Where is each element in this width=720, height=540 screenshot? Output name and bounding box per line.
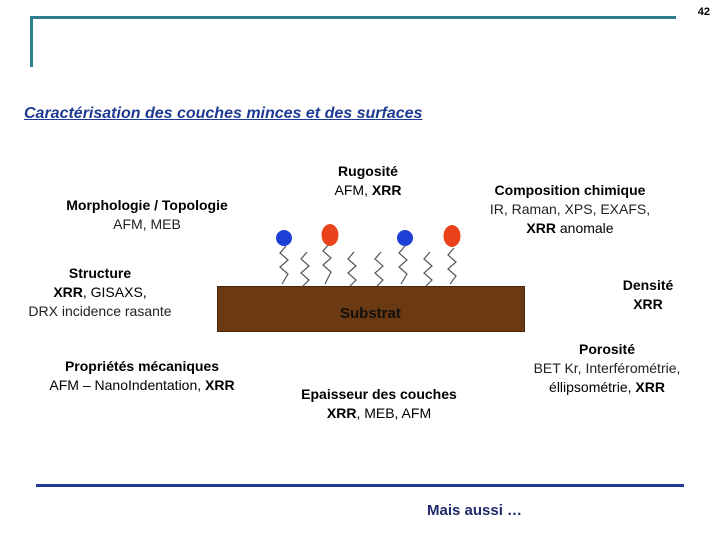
chain-5	[374, 251, 384, 287]
morphologie-block: Morphologie / Topologie AFM, MEB	[50, 196, 244, 234]
rugosite-block: Rugosité AFM, XRR	[310, 162, 426, 200]
epaisseur-other-methods: , MEB, AFM	[356, 405, 432, 421]
chain-8	[447, 247, 457, 285]
structure-methods-line2: DRX incidence rasante	[28, 303, 172, 319]
substrate-layer	[217, 286, 525, 332]
porosite-ellipsometrie: éllipsométrie,	[549, 379, 636, 395]
proprietes-other-methods: AFM – NanoIndentation,	[49, 377, 206, 393]
rugosite-heading: Rugosité	[338, 163, 398, 179]
densite-methods: XRR	[608, 295, 688, 314]
densite-block: Densité XRR	[608, 276, 688, 314]
mais-aussi-text: Mais aussi …	[427, 502, 523, 519]
epaisseur-methods: XRR, MEB, AFM	[284, 404, 474, 423]
substrate-label: Substrat	[340, 305, 401, 322]
epaisseur-xrr: XRR	[326, 405, 357, 421]
structure-other-methods: , GISAXS,	[82, 284, 147, 300]
proprietes-xrr: XRR	[205, 377, 235, 393]
composition-methods-line1: IR, Raman, XPS, EXAFS,	[489, 201, 651, 217]
rugosite-other-methods: AFM,	[334, 182, 372, 198]
epaisseur-heading: Epaisseur des couches	[301, 386, 457, 402]
rugosite-xrr: XRR	[371, 182, 402, 198]
densite-heading: Densité	[622, 277, 674, 293]
porosite-heading: Porosité	[578, 341, 635, 357]
blue-ball-1	[276, 230, 292, 246]
porosite-methods-line2: éllipsométrie, XRR	[508, 378, 706, 397]
red-ball-1	[321, 224, 339, 246]
slide-title: Caractérisation des couches minces et de…	[24, 105, 423, 122]
red-ball-2	[443, 225, 461, 247]
structure-block: Structure XRR, GISAXS, DRX incidence ras…	[10, 264, 190, 321]
rugosite-methods: AFM, XRR	[310, 181, 426, 200]
structure-heading: Structure	[68, 265, 132, 281]
densite-xrr: XRR	[633, 296, 663, 312]
composition-heading: Composition chimique	[494, 182, 646, 198]
porosite-block: Porosité BET Kr, Interférométrie, éllips…	[508, 340, 706, 397]
page-number: 42	[697, 6, 710, 18]
composition-xrr: XRR	[526, 220, 556, 236]
proprietes-methods: AFM – NanoIndentation, XRR	[30, 376, 254, 395]
frame-left-rule	[30, 16, 33, 67]
epaisseur-block: Epaisseur des couches XRR, MEB, AFM	[284, 385, 474, 423]
proprietes-block: Propriétés mécaniques AFM – NanoIndentat…	[30, 357, 254, 395]
morphologie-heading: Morphologie / Topologie	[66, 197, 228, 213]
composition-methods-line2: XRR anomale	[470, 219, 670, 238]
proprietes-heading: Propriétés mécaniques	[64, 358, 220, 374]
porosite-xrr: XRR	[635, 379, 665, 395]
chain-4	[347, 251, 357, 287]
structure-xrr: XRR	[53, 284, 83, 300]
chain-3	[322, 243, 332, 285]
frame-top-rule	[30, 16, 676, 19]
separator-rule	[36, 484, 684, 487]
morphologie-methods: AFM, MEB	[113, 216, 181, 232]
chain-2	[300, 251, 310, 287]
chain-7	[423, 251, 433, 287]
chain-1	[279, 245, 289, 285]
composition-block: Composition chimique IR, Raman, XPS, EXA…	[470, 181, 670, 238]
porosite-methods-line1: BET Kr, Interférométrie,	[533, 360, 681, 376]
molecule-chains	[279, 243, 457, 287]
chain-6	[398, 245, 408, 285]
blue-ball-2	[397, 230, 413, 246]
grafted-molecules-illustration	[276, 224, 461, 287]
composition-anomale: anomale	[555, 220, 614, 236]
structure-methods-line1: XRR, GISAXS,	[10, 283, 190, 302]
